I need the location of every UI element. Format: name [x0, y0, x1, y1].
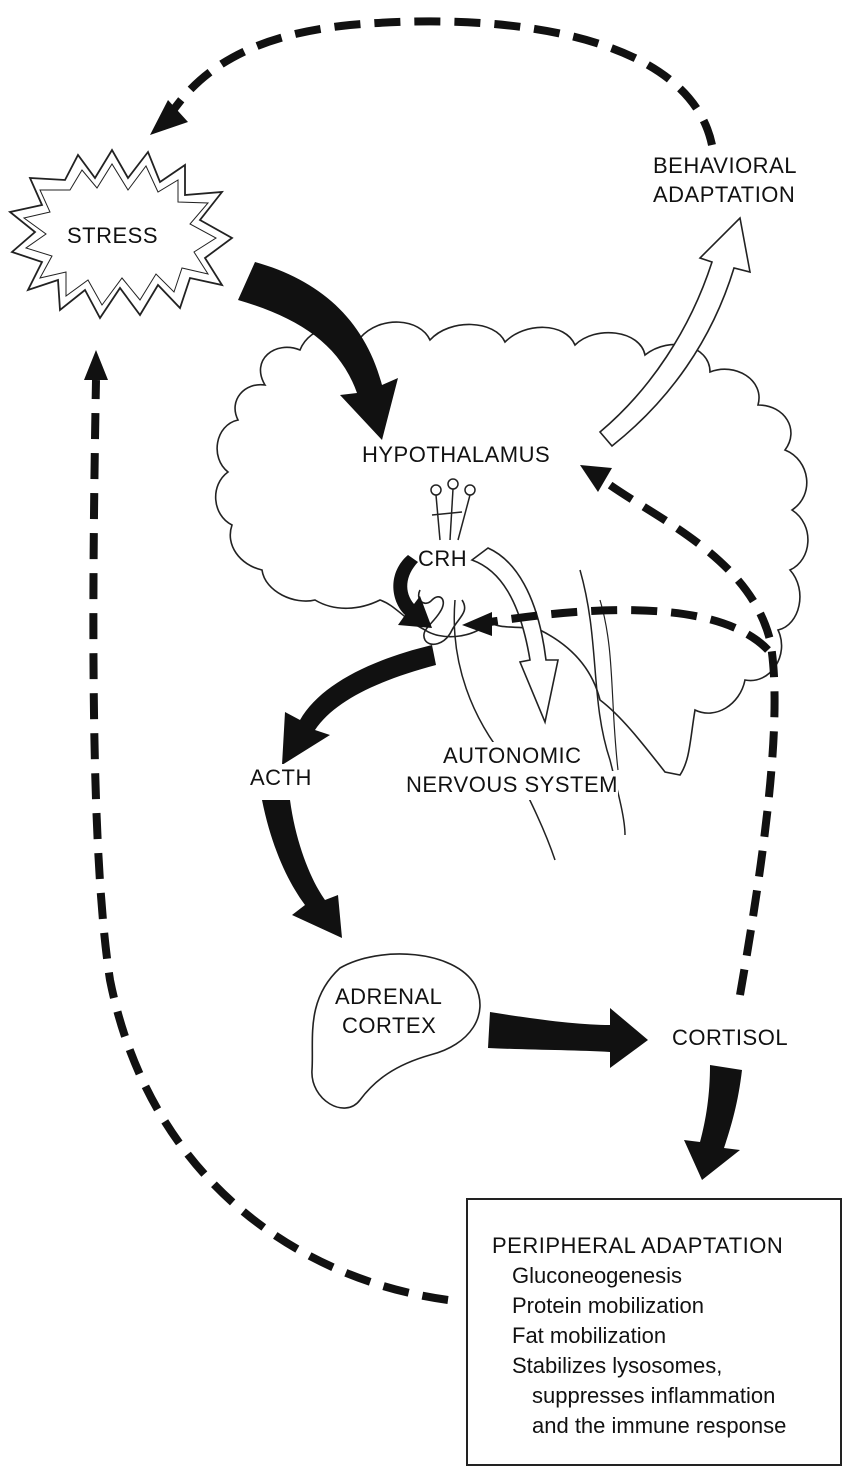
- brain-outline: [214, 321, 809, 776]
- brainstem-line-right: [599, 599, 619, 771]
- crh-label: CRH: [418, 545, 468, 574]
- dashed-arrow-behavioral-to-stress: [166, 17, 716, 146]
- behavioral-label-line2: ADAPTATION: [653, 182, 796, 207]
- dashed-arrow-cortisol-to-pituitary: [489, 606, 771, 653]
- peripheral-adaptation-list: Gluconeogenesis Protein mobilization Fat…: [512, 1261, 840, 1441]
- list-item: Stabilizes lysosomes,: [512, 1352, 723, 1378]
- dashed-arrowhead-hypothalamus: [580, 465, 612, 492]
- autonomic-label-line2: NERVOUS SYSTEM: [406, 771, 618, 800]
- list-item: suppresses inflammation: [532, 1382, 776, 1408]
- list-item: Fat mobilization: [512, 1322, 667, 1348]
- list-item: Gluconeogenesis: [512, 1262, 683, 1288]
- peripheral-adaptation-title: PERIPHERAL ADAPTATION: [492, 1233, 784, 1258]
- arrow-adrenal-to-cortisol: [488, 1008, 648, 1068]
- list-item: Protein mobilization: [512, 1292, 704, 1318]
- dashed-arrowhead-stress-lower: [84, 350, 108, 380]
- stress-label: STRESS: [67, 223, 159, 248]
- acth-label: ACTH: [250, 764, 312, 793]
- arrow-cortisol-to-peripheral: [684, 1065, 742, 1180]
- adrenal-label-line1: ADRENAL: [335, 984, 443, 1009]
- hypothalamus-label: HYPOTHALAMUS: [362, 441, 551, 470]
- crh-neurons: [430, 478, 476, 541]
- dashed-arrowhead-stress: [150, 100, 188, 135]
- arrow-stress-to-hypothalamus: [238, 262, 398, 440]
- behavioral-label-line1: BEHAVIORAL: [653, 153, 797, 178]
- brainstem-line-middle: [579, 569, 626, 836]
- arrow-crh-to-pituitary: [393, 555, 432, 628]
- dashed-arrow-cortisol-to-hypothalamus: [607, 481, 779, 996]
- stress-starburst-inner: [22, 163, 217, 306]
- arrow-pituitary-to-acth: [282, 645, 436, 765]
- list-item: and the immune response: [532, 1412, 787, 1438]
- dashed-arrow-peripheral-to-stress: [89, 379, 449, 1304]
- dashed-arrowhead-pituitary: [462, 612, 492, 636]
- arrow-to-autonomic-nervous-system: [470, 547, 559, 725]
- cortisol-label: CORTISOL: [672, 1025, 789, 1050]
- peripheral-adaptation-box: PERIPHERAL ADAPTATION Gluconeogenesis Pr…: [466, 1198, 842, 1466]
- adrenal-label-line2: CORTEX: [342, 1013, 437, 1038]
- arrow-acth-to-adrenal: [262, 800, 342, 938]
- autonomic-label-line1: AUTONOMIC: [443, 742, 582, 771]
- adrenal-cortex-shape: [311, 953, 481, 1109]
- arrow-to-behavioral-adaptation: [598, 216, 752, 448]
